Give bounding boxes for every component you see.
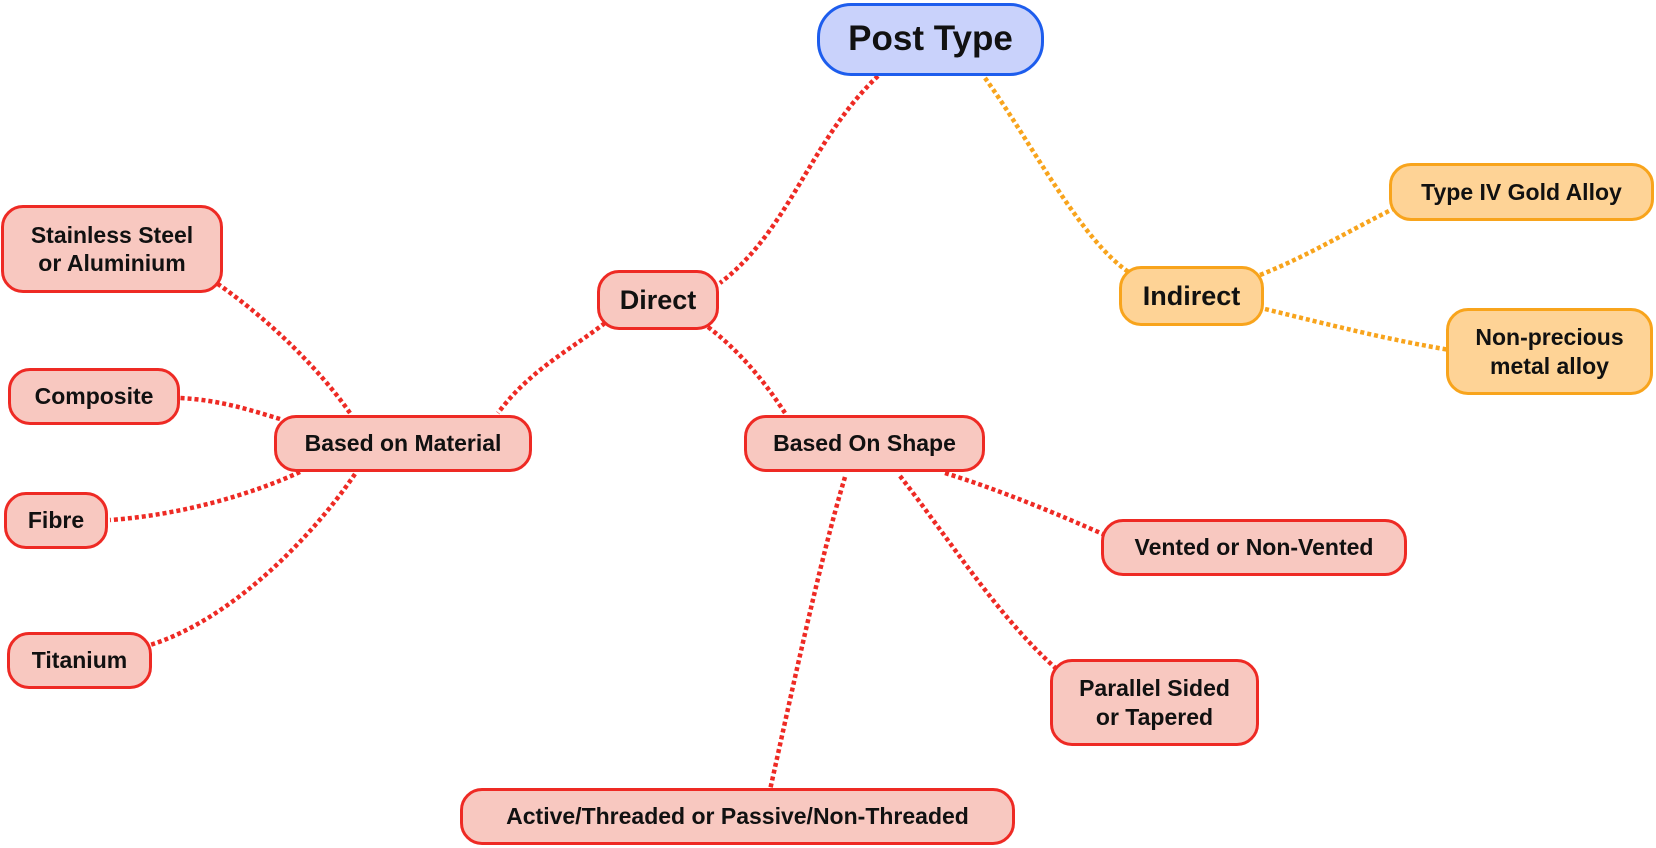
link-shape-parallel	[898, 474, 1062, 674]
link-material-composite	[179, 395, 281, 422]
node-composite[interactable]: Composite	[8, 368, 180, 425]
link-shape-vented	[944, 470, 1106, 538]
link-root-direct	[718, 74, 880, 285]
link-indirect-gold	[1259, 205, 1396, 278]
node-active-threaded[interactable]: Active/Threaded or Passive/Non-Threaded	[460, 788, 1015, 845]
link-material-stainless	[213, 280, 352, 415]
node-based-on-material[interactable]: Based on Material	[274, 415, 532, 472]
node-indirect[interactable]: Indirect	[1119, 266, 1264, 326]
link-shape-active	[767, 476, 848, 791]
node-titanium[interactable]: Titanium	[7, 632, 152, 689]
link-direct-material	[496, 321, 607, 415]
link-indirect-nonprecious	[1264, 306, 1451, 353]
node-direct[interactable]: Direct	[597, 270, 719, 330]
node-fibre[interactable]: Fibre	[4, 492, 108, 549]
node-non-precious[interactable]: Non-precious metal alloy	[1446, 308, 1653, 395]
node-parallel-sided[interactable]: Parallel Sided or Tapered	[1050, 659, 1259, 746]
link-direct-shape	[706, 325, 787, 415]
link-material-fibre	[109, 469, 301, 523]
link-material-titanium	[149, 472, 357, 648]
link-root-indirect	[983, 76, 1132, 275]
node-stainless-steel[interactable]: Stainless Steel or Aluminium	[1, 205, 223, 293]
node-based-on-shape[interactable]: Based On Shape	[744, 415, 985, 472]
node-post-type[interactable]: Post Type	[817, 3, 1044, 76]
node-vented[interactable]: Vented or Non-Vented	[1101, 519, 1407, 576]
node-type-iv-gold[interactable]: Type IV Gold Alloy	[1389, 163, 1654, 221]
